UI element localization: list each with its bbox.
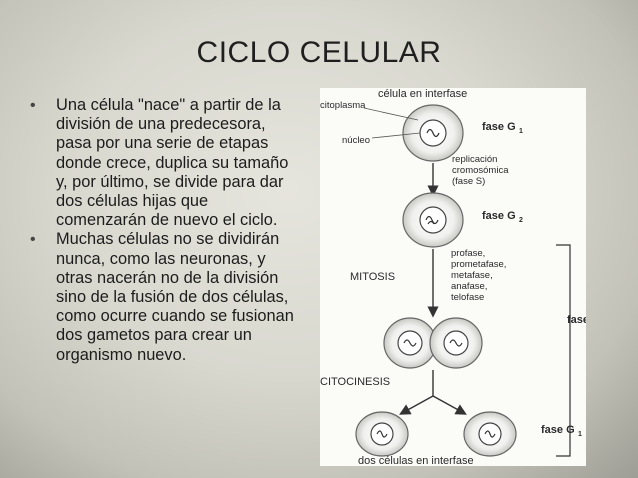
chromosome-right xyxy=(449,339,463,347)
label-metafase: metafase, xyxy=(451,270,493,281)
bullet-dot-icon: • xyxy=(30,97,36,114)
label-fase-g1-sub: 1 xyxy=(519,128,523,135)
label-replicacion-1: replicación xyxy=(452,154,497,165)
daughter-chromosome-left xyxy=(376,430,388,438)
label-telofase: telofase xyxy=(451,292,484,303)
bullet-item-1: • Una célula "nace" a partir de la divis… xyxy=(30,96,298,230)
chromosome-g2 xyxy=(425,215,439,225)
label-fase-g1-bottom-sub: 1 xyxy=(578,431,582,438)
bracket-fase-m xyxy=(556,244,571,457)
bullet-item-2: • Muchas células no se dividirán nunca, … xyxy=(30,230,298,364)
label-citocinesis: CITOCINESIS xyxy=(320,376,390,388)
label-replicacion-3: (fase S) xyxy=(452,176,485,187)
daughter-chromosome-right xyxy=(484,430,496,438)
pointer-citoplasma xyxy=(363,107,419,121)
label-dos-celulas: dos células en interfase xyxy=(358,455,474,466)
cell-cycle-svg: célula en interfase citoplasma núcleo fa… xyxy=(320,88,586,466)
label-fase-g2-sub: 2 xyxy=(519,217,523,224)
label-fase-m: fase M xyxy=(567,314,586,326)
nucleus-g2 xyxy=(419,206,447,234)
label-prometafase: prometafase, xyxy=(451,259,506,270)
slide-title: CICLO CELULAR xyxy=(196,36,442,69)
bullet-list: • Una célula "nace" a partir de la divis… xyxy=(30,96,298,365)
label-replicacion-2: cromosómica xyxy=(452,165,509,176)
chromosome-left xyxy=(403,339,417,347)
label-nucleo: núcleo xyxy=(342,135,370,146)
label-fase-g1: fase G xyxy=(482,121,516,133)
label-profase: profase, xyxy=(451,248,485,259)
bullet-dot-icon: • xyxy=(30,231,36,249)
bullet-text-1: Una célula "nace" a partir de la divisió… xyxy=(56,96,289,230)
arrow-citocinesis-left xyxy=(399,395,434,415)
bullet-text-2: Muchas células no se dividirán nunca, co… xyxy=(56,230,294,364)
label-celula-interfase: célula en interfase xyxy=(378,88,467,100)
cell-cycle-diagram: célula en interfase citoplasma núcleo fa… xyxy=(320,88,586,466)
label-mitosis: MITOSIS xyxy=(350,271,395,283)
arrow-citocinesis-right xyxy=(432,395,467,415)
label-fase-g1-bottom: fase G xyxy=(541,424,575,436)
chromosome-g1 xyxy=(426,128,440,138)
label-citoplasma: citoplasma xyxy=(320,100,366,111)
pointer-nucleo xyxy=(371,132,421,139)
label-fase-g2: fase G xyxy=(482,210,516,222)
label-anafase: anafase, xyxy=(451,281,487,292)
